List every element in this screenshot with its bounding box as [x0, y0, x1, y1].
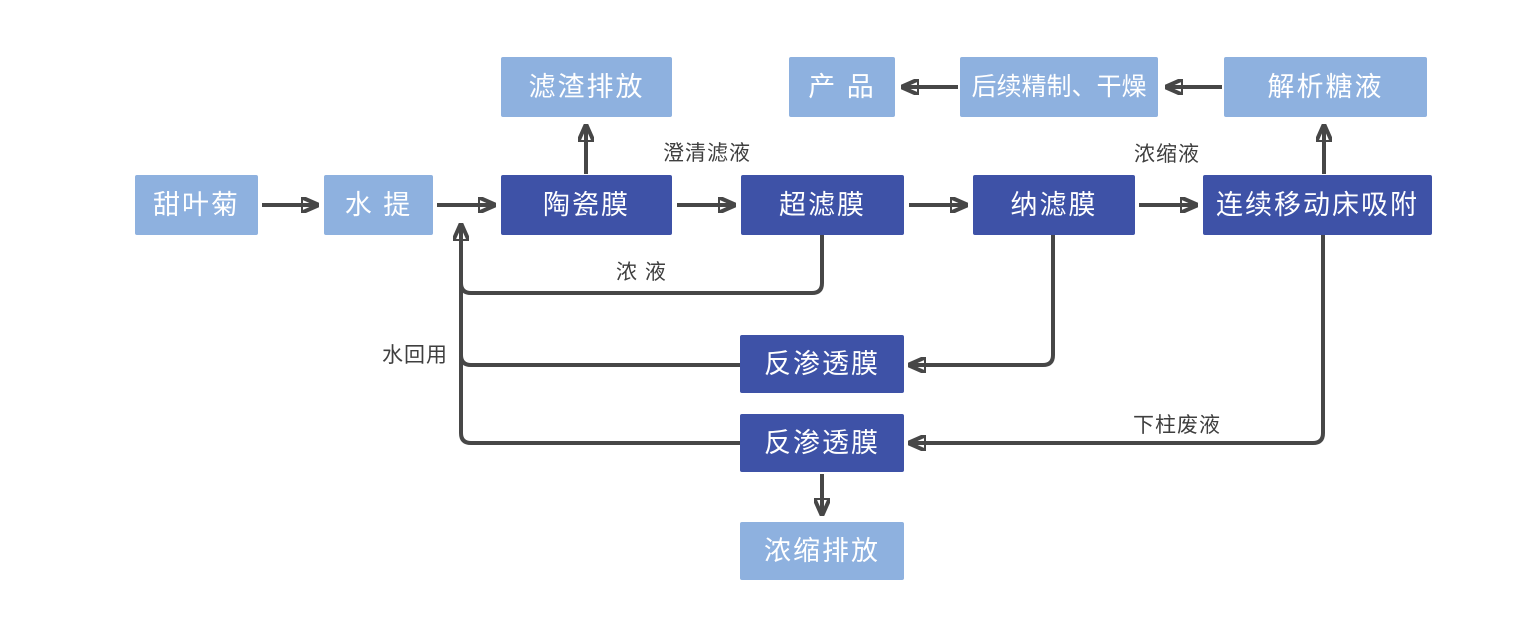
node-ultrafiltration-membrane: 超滤膜	[741, 175, 904, 235]
node-reverse-osmosis-1: 反渗透膜	[740, 335, 904, 393]
label-column-waste: 下柱废液	[1133, 414, 1221, 437]
node-concentrate-discharge: 浓缩排放	[740, 522, 904, 580]
edge-nf-ro1	[909, 235, 1055, 365]
node-ceramic-membrane: 陶瓷膜	[501, 175, 672, 235]
node-refining-drying: 后续精制、干燥	[960, 57, 1158, 117]
edge-smb-ro2	[909, 235, 1325, 443]
node-nanofiltration-membrane: 纳滤膜	[973, 175, 1135, 235]
label-water-reuse: 水回用	[382, 344, 448, 367]
node-water-extraction: 水 提	[324, 175, 433, 235]
edge-uf-recycle	[459, 235, 824, 295]
label-concentrated-liquid: 浓缩液	[1134, 143, 1200, 166]
edge-ro2-recycle	[459, 432, 740, 445]
node-product: 产 品	[789, 57, 895, 117]
node-reverse-osmosis-2: 反渗透膜	[740, 414, 904, 472]
node-moving-bed-adsorption: 连续移动床吸附	[1203, 175, 1432, 235]
label-concentrate: 浓 液	[616, 261, 667, 284]
node-stevia: 甜叶菊	[135, 175, 258, 235]
label-clarified-filtrate: 澄清滤液	[663, 142, 751, 165]
edge-ro1-recycle	[459, 354, 740, 367]
node-desorbed-sugar-liquid: 解析糖液	[1224, 57, 1427, 117]
node-residue-discharge: 滤渣排放	[501, 57, 672, 117]
